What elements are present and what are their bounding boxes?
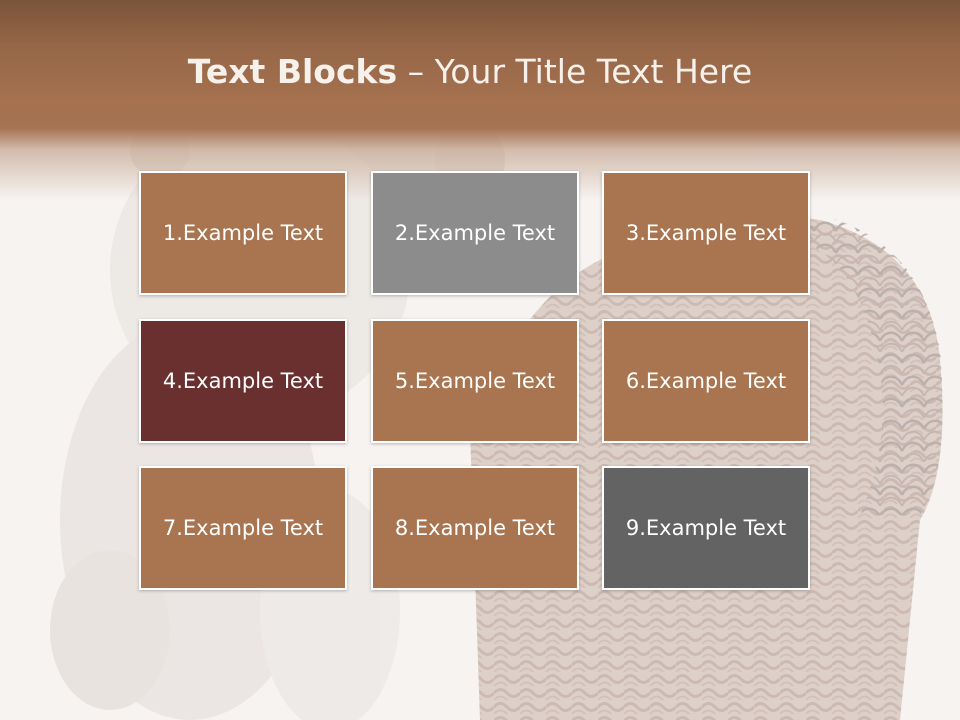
title-rest: – Your Title Text Here (397, 52, 753, 91)
text-block-7[interactable]: 7.Example Text (139, 466, 347, 590)
slide-title: Text Blocks – Your Title Text Here (0, 52, 940, 91)
header-band (0, 0, 960, 200)
text-block-label: 8.Example Text (394, 516, 556, 540)
text-block-label: 1.Example Text (162, 221, 324, 245)
text-block-label: 5.Example Text (394, 369, 556, 393)
text-block-4[interactable]: 4.Example Text (139, 319, 347, 443)
text-block-label: 2.Example Text (394, 221, 556, 245)
text-block-label: 9.Example Text (625, 516, 787, 540)
title-bold: Text Blocks (187, 52, 398, 91)
text-block-label: 4.Example Text (162, 369, 324, 393)
text-block-label: 6.Example Text (625, 369, 787, 393)
text-block-5[interactable]: 5.Example Text (371, 319, 579, 443)
text-block-8[interactable]: 8.Example Text (371, 466, 579, 590)
text-block-3[interactable]: 3.Example Text (602, 171, 810, 295)
text-block-label: 3.Example Text (625, 221, 787, 245)
text-block-1[interactable]: 1.Example Text (139, 171, 347, 295)
text-block-9[interactable]: 9.Example Text (602, 466, 810, 590)
text-block-label: 7.Example Text (162, 516, 324, 540)
text-block-6[interactable]: 6.Example Text (602, 319, 810, 443)
text-block-2[interactable]: 2.Example Text (371, 171, 579, 295)
